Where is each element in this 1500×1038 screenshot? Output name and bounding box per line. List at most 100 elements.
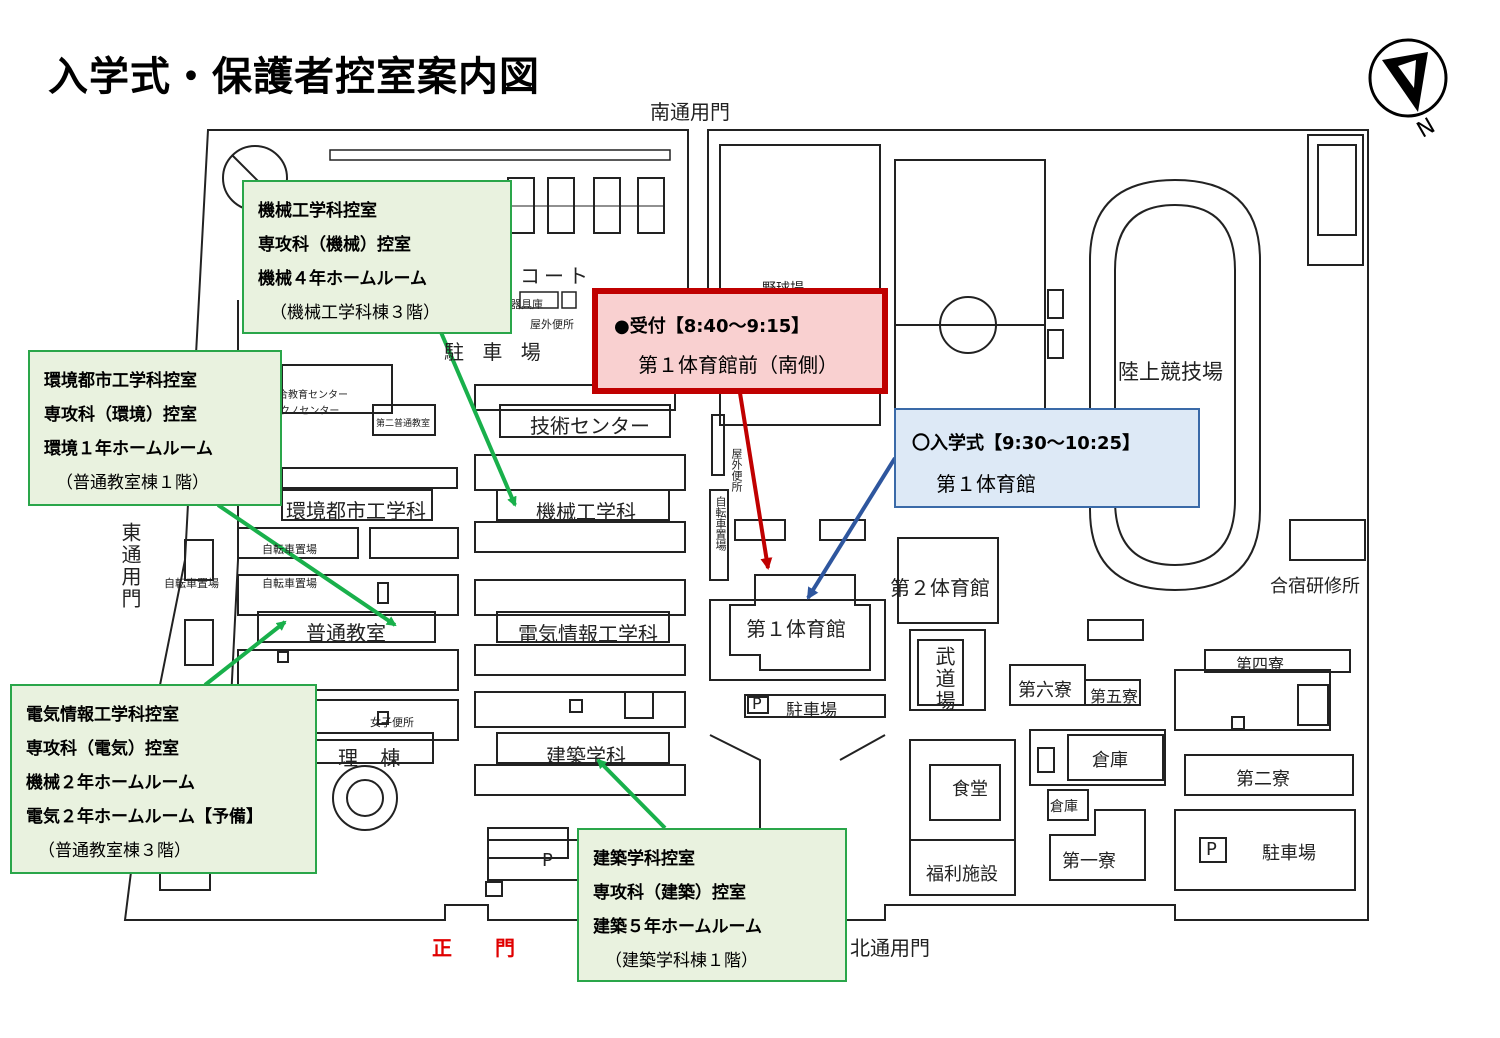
training-house-label: 合宿研修所	[1270, 576, 1360, 597]
north-gate-label: 北通用門	[850, 936, 930, 960]
dorm2-building	[1184, 754, 1354, 796]
environment-waiting-room-box: 環境都市工学科控室 専攻科（環境）控室 環境１年ホームルーム （普通教室棟１階）	[28, 350, 282, 506]
budo-building	[909, 629, 986, 711]
welfare-label: 福利施設	[926, 864, 998, 885]
cafeteria-label: 食堂	[952, 779, 988, 800]
elec-building	[496, 611, 670, 643]
warehouse1-label: 倉庫	[1092, 750, 1128, 771]
reception-place: 第１体育館前（南側）	[638, 353, 838, 377]
arrow-ceremony	[806, 456, 897, 600]
parking-p-icon: P	[752, 694, 762, 713]
parking-p-bottom-icon: P	[542, 850, 553, 871]
tech-center-label: 技術センター	[530, 414, 650, 438]
ceremony-box: 〇入学式【9:30～10:25】 第１体育館	[894, 408, 1200, 508]
equipment-label: 器具庫	[510, 298, 543, 311]
ceremony-heading: 〇入学式【9:30～10:25】	[912, 433, 1141, 454]
parking-p-right-icon: P	[1206, 839, 1217, 860]
south-gate-label: 南通用門	[650, 100, 730, 124]
bike-parking-label-1: 自転車置場	[262, 543, 317, 556]
track-inner	[1114, 203, 1236, 567]
gym1-building	[729, 574, 871, 671]
box-line: 電気２年ホームルーム【予備】	[26, 807, 263, 827]
box-note: （機械工学科棟３階）	[270, 303, 440, 323]
dorm4-building	[1204, 649, 1351, 673]
box-note: （普通教室棟１階）	[56, 473, 209, 493]
gym1-label: 第１体育館	[746, 617, 846, 641]
box-line: 専攻科（機械）控室	[258, 235, 411, 255]
arrow-electrical	[203, 620, 287, 687]
mechanical-waiting-room-box: 機械工学科控室 専攻科（機械）控室 機械４年ホームルーム （機械工学科棟３階）	[242, 180, 512, 334]
box-line: 機械工学科控室	[258, 201, 377, 221]
dorm4-label: 第四寮	[1236, 655, 1285, 674]
court-label: コート	[520, 264, 592, 288]
box-note: （建築学科棟１階）	[605, 951, 758, 971]
parking-top-label: 駐 車 場	[444, 340, 547, 364]
top-right-building	[1307, 134, 1364, 266]
general-building-label: 普通教室	[306, 621, 386, 645]
main-gate-label: 正 門	[432, 936, 533, 960]
second-classroom-label: 第二普通教室	[376, 419, 431, 429]
box-note: （普通教室棟３階）	[38, 841, 191, 861]
outdoor-toilet-label-2: 屋外便所	[730, 448, 743, 492]
box-line: 建築５年ホームルーム	[593, 917, 762, 937]
box-line: 専攻科（環境）控室	[44, 405, 197, 425]
edu-center-label: 総合教育センター	[268, 390, 348, 401]
bike-parking-vertical	[709, 489, 729, 581]
warehouse2-label: 倉庫	[1050, 799, 1078, 815]
arch-building	[496, 732, 670, 764]
box-line: 建築学科控室	[593, 849, 695, 869]
reception-heading: ●受付【8:40～9:15】	[614, 316, 810, 337]
gym2-building	[897, 537, 999, 624]
arrow-environment	[216, 503, 397, 627]
budo-label: 武道場	[932, 646, 956, 712]
box-line: 環境１年ホームルーム	[44, 439, 213, 459]
compass-icon	[1368, 38, 1448, 118]
track-label: 陸上競技場	[1118, 360, 1223, 384]
roundabout	[332, 765, 398, 831]
gym2-label: 第２体育館	[890, 576, 990, 600]
baseball-field-area	[719, 144, 881, 426]
dorm5-label: 第五寮	[1090, 687, 1139, 706]
env-building-label: 環境都市工学科	[286, 499, 426, 523]
architecture-waiting-room-box: 建築学科控室 専攻科（建築）控室 建築５年ホームルーム （建築学科棟１階）	[577, 828, 847, 982]
mech-building	[496, 489, 670, 521]
science-building-label: 理 棟	[338, 746, 409, 770]
outdoor-toilet-label-1: 屋外便所	[530, 318, 574, 331]
bike-parking-vertical-label: 自転車置場	[714, 496, 727, 551]
reception-box: ●受付【8:40～9:15】 第１体育館前（南側）	[592, 288, 888, 394]
bike-parking-label-3: 自転車置場	[164, 577, 219, 590]
general-classroom-building	[257, 611, 436, 643]
page-title: 入学式・保護者控室案内図	[48, 54, 540, 100]
bike-parking-label-2: 自転車置場	[262, 577, 317, 590]
dorm1-building	[1049, 809, 1146, 881]
dorm6-label: 第六寮	[1018, 680, 1072, 701]
arrow-architecture	[596, 758, 667, 830]
box-line: 電気情報工学科控室	[26, 705, 179, 725]
dorm5-building	[1084, 679, 1141, 706]
east-gate-label: 東通用門	[118, 522, 142, 610]
warehouse-building	[1067, 734, 1164, 781]
arch-building-label: 建築学科	[546, 744, 626, 768]
parking-lot-bottom	[487, 839, 589, 881]
env-building	[281, 489, 433, 521]
box-line: 機械４年ホームルーム	[258, 269, 427, 289]
box-line: 環境都市工学科控室	[44, 371, 197, 391]
welfare-building	[909, 839, 1016, 896]
box-line: 専攻科（建築）控室	[593, 883, 746, 903]
parking-right	[1174, 809, 1356, 891]
arrow-mechanical	[438, 329, 517, 507]
parking-gym-label: 駐車場	[786, 701, 837, 721]
techno-center-label: テクノセンター	[270, 406, 340, 417]
tech-center-building	[499, 404, 671, 438]
elec-building-label: 電気情報工学科	[518, 622, 658, 646]
parking-right-label: 駐車場	[1262, 843, 1316, 864]
dorm2-label: 第二寮	[1236, 769, 1290, 790]
second-classroom-building	[372, 404, 436, 436]
dorm1-label: 第一寮	[1062, 851, 1116, 872]
direction-arrows	[203, 329, 897, 830]
ceremony-place: 第１体育館	[936, 472, 1036, 496]
arrow-reception	[738, 392, 773, 570]
mech-building-label: 機械工学科	[536, 500, 636, 524]
electrical-waiting-room-box: 電気情報工学科控室 専攻科（電気）控室 機械２年ホームルーム 電気２年ホームルー…	[10, 684, 317, 874]
womens-toilet-label: 女子便所	[370, 716, 414, 729]
